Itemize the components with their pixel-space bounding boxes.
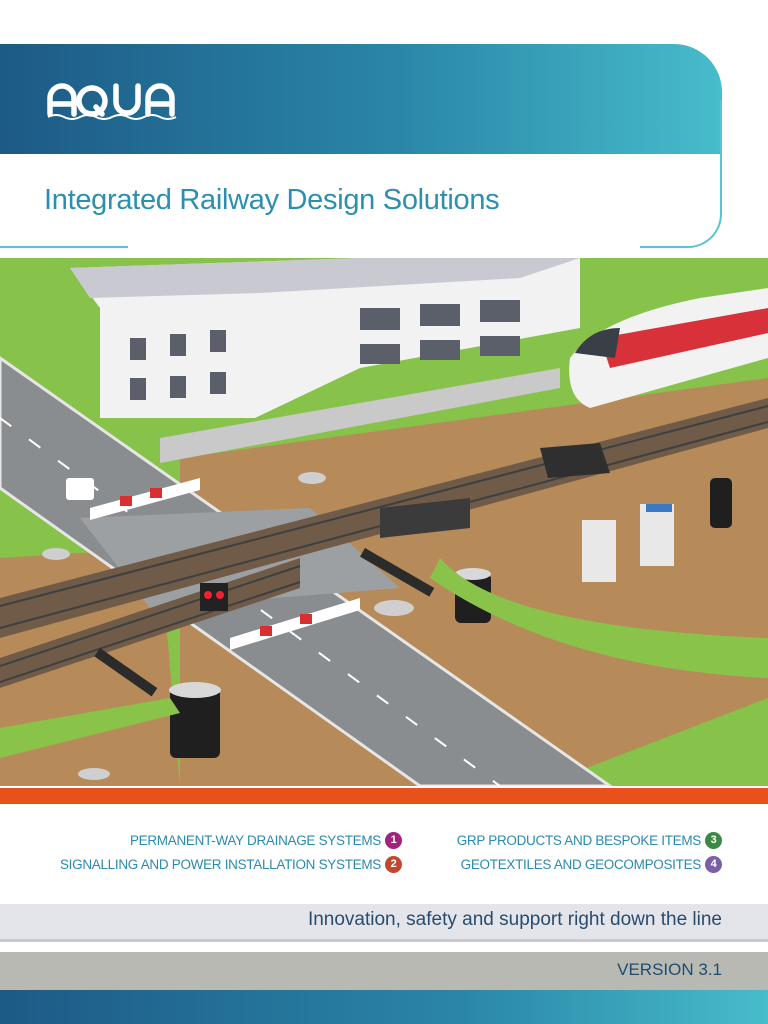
number-badge-4: 4 (705, 855, 722, 873)
version-label: VERSION 3.1 (617, 960, 722, 979)
system-label: GRP PRODUCTS AND BESPOKE ITEMS (456, 832, 702, 848)
aqua-logo (47, 83, 177, 120)
number-badge-2: 2 (385, 855, 402, 873)
number-badge-3: 3 (705, 831, 722, 849)
system-label: GEOTEXTILES AND GEOCOMPOSITES (460, 856, 702, 872)
system-item-geotextiles: GEOTEXTILES AND GEOCOMPOSITES 4 (457, 852, 722, 876)
system-item-permanent-way: PERMANENT-WAY DRAINAGE SYSTEMS 1 (60, 828, 402, 852)
footer-band (0, 990, 768, 1024)
banner-outline-decoration (640, 100, 722, 248)
title-divider (0, 246, 128, 248)
systems-list-right: GRP PRODUCTS AND BESPOKE ITEMS 3 GEOTEXT… (457, 828, 722, 876)
tagline-band (0, 904, 768, 942)
number-badge-1: 1 (385, 831, 402, 849)
railway-illustration (0, 258, 768, 786)
header-banner (0, 44, 722, 154)
system-item-grp-products: GRP PRODUCTS AND BESPOKE ITEMS 3 (457, 828, 722, 852)
system-label: PERMANENT-WAY DRAINAGE SYSTEMS (129, 832, 381, 848)
system-item-signalling: SIGNALLING AND POWER INSTALLATION SYSTEM… (60, 852, 402, 876)
version-band (0, 952, 768, 990)
system-label: SIGNALLING AND POWER INSTALLATION SYSTEM… (59, 856, 381, 872)
tagline-text: Innovation, safety and support right dow… (307, 909, 722, 930)
systems-list-left: PERMANENT-WAY DRAINAGE SYSTEMS 1 SIGNALL… (60, 828, 402, 876)
accent-stripe (0, 788, 768, 804)
page-title: Integrated Railway Design Solutions (44, 184, 500, 216)
